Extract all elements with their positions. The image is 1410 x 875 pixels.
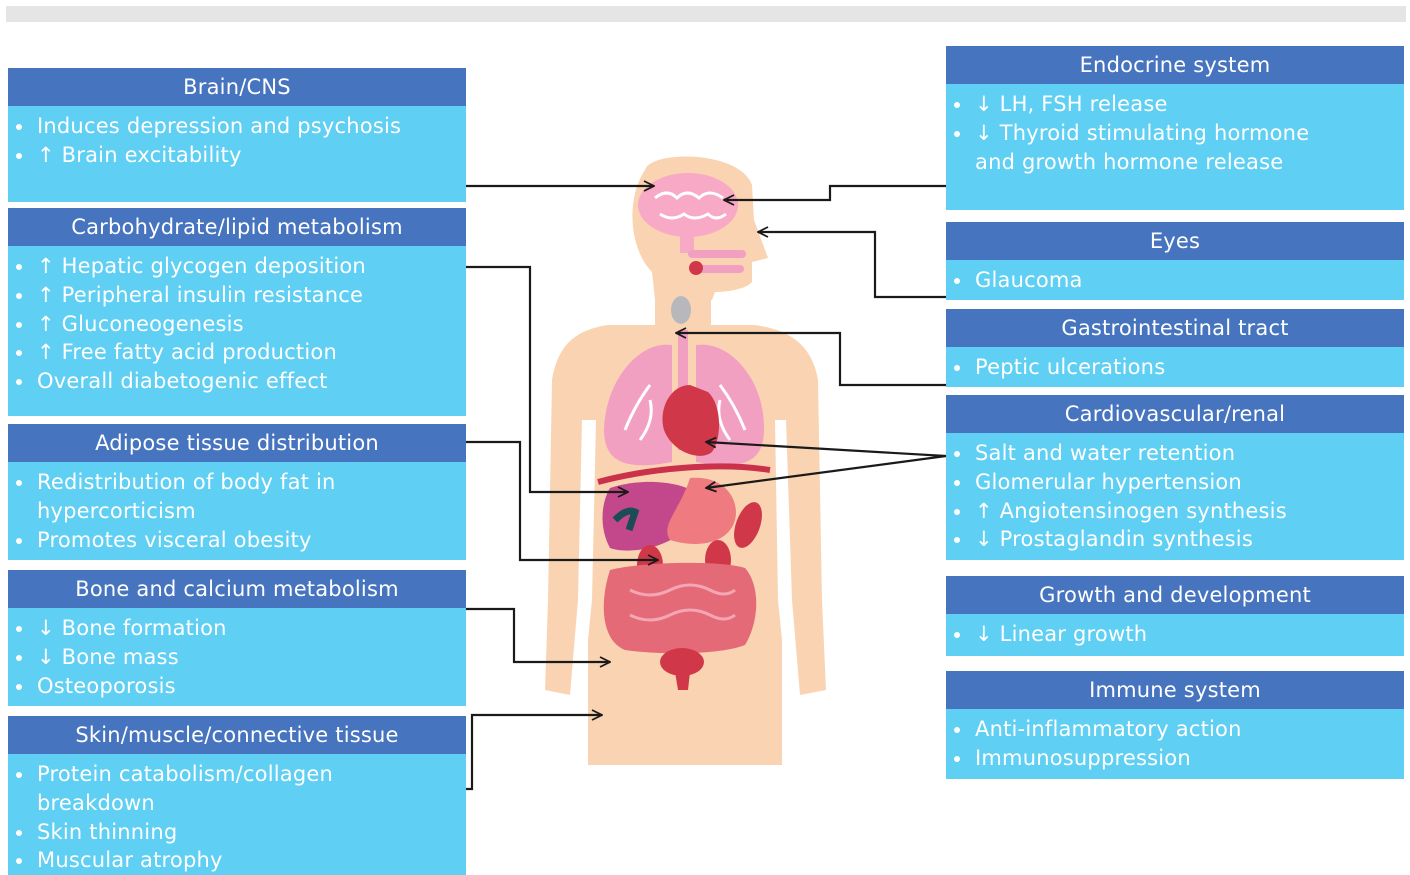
list-item: ↓ Prostaglandin synthesis	[954, 525, 1404, 554]
brain-cns-box: Brain/CNS Induces depression and psychos…	[8, 68, 466, 202]
list-item: Skin thinning	[16, 818, 466, 847]
bullet-icon	[954, 537, 960, 543]
box-title: Carbohydrate/lipid metabolism	[8, 208, 466, 246]
list-item: hypercorticism	[16, 497, 466, 526]
bullet-icon	[16, 626, 22, 632]
bullet-icon	[16, 350, 22, 356]
list-item: Protein catabolism/collagen	[16, 760, 466, 789]
box-title: Eyes	[946, 222, 1404, 260]
list-item: Salt and water retention	[954, 439, 1404, 468]
bullet-icon	[16, 293, 22, 299]
box-title: Adipose tissue distribution	[8, 424, 466, 462]
list-item: Glaucoma	[954, 266, 1404, 295]
list-item: breakdown	[16, 789, 466, 818]
box-title: Immune system	[946, 671, 1404, 709]
list-item: ↓ Linear growth	[954, 620, 1404, 649]
bullet-icon	[16, 538, 22, 544]
intestines-icon	[604, 563, 756, 653]
immune-system-box: Immune system Anti-inflammatory action I…	[946, 671, 1404, 779]
list-item: ↓ Thyroid stimulating hormone	[954, 119, 1404, 148]
box-title: Brain/CNS	[8, 68, 466, 106]
box-title: Growth and development	[946, 576, 1404, 614]
list-item: ↓ Bone formation	[16, 614, 466, 643]
bullet-icon	[954, 131, 960, 137]
bladder-icon	[660, 648, 704, 676]
bullet-icon	[954, 756, 960, 762]
box-title: Endocrine system	[946, 46, 1404, 84]
adipose-tissue-box: Adipose tissue distribution Redistributi…	[8, 424, 466, 560]
bullet-icon	[954, 102, 960, 108]
bullet-icon	[16, 655, 22, 661]
bullet-icon	[16, 858, 22, 864]
list-item: Induces depression and psychosis	[16, 112, 466, 141]
list-item: Redistribution of body fat in	[16, 468, 466, 497]
list-item: Promotes visceral obesity	[16, 526, 466, 555]
list-item: ↓ Bone mass	[16, 643, 466, 672]
bullet-icon	[16, 379, 22, 385]
cardiovascular-renal-box: Cardiovascular/renal Salt and water rete…	[946, 395, 1404, 560]
bullet-icon	[16, 264, 22, 270]
endocrine-system-box: Endocrine system ↓ LH, FSH release ↓ Thy…	[946, 46, 1404, 210]
list-item: ↓ LH, FSH release	[954, 90, 1404, 119]
list-item: and growth hormone release	[954, 148, 1404, 177]
list-item: ↑ Gluconeogenesis	[16, 310, 466, 339]
box-title: Gastrointestinal tract	[946, 309, 1404, 347]
bullet-icon	[954, 480, 960, 486]
list-item: ↑ Brain excitability	[16, 141, 466, 170]
list-item: Overall diabetogenic effect	[16, 367, 466, 396]
bullet-icon	[954, 727, 960, 733]
list-item: ↑ Angiotensinogen synthesis	[954, 497, 1404, 526]
list-item: Osteoporosis	[16, 672, 466, 701]
bullet-icon	[16, 322, 22, 328]
skin-muscle-box: Skin/muscle/connective tissue Protein ca…	[8, 716, 466, 875]
eyes-box: Eyes Glaucoma	[946, 222, 1404, 300]
list-item: ↑ Hepatic glycogen deposition	[16, 252, 466, 281]
bullet-icon	[954, 632, 960, 638]
growth-development-box: Growth and development ↓ Linear growth	[946, 576, 1404, 656]
box-title: Bone and calcium metabolism	[8, 570, 466, 608]
bullet-icon	[954, 365, 960, 371]
bullet-icon	[16, 153, 22, 159]
list-item: Anti-inflammatory action	[954, 715, 1404, 744]
box-title: Cardiovascular/renal	[946, 395, 1404, 433]
bullet-icon	[954, 451, 960, 457]
bullet-icon	[954, 278, 960, 284]
bullet-icon	[954, 509, 960, 515]
list-item: ↑ Free fatty acid production	[16, 338, 466, 367]
list-item: Immunosuppression	[954, 744, 1404, 773]
box-title: Skin/muscle/connective tissue	[8, 716, 466, 754]
bullet-icon	[16, 830, 22, 836]
bullet-icon	[16, 480, 22, 486]
list-item: Peptic ulcerations	[954, 353, 1404, 382]
brain-icon	[638, 173, 738, 237]
bullet-icon	[16, 772, 22, 778]
list-item: Muscular atrophy	[16, 846, 466, 875]
carbohydrate-lipid-box: Carbohydrate/lipid metabolism ↑ Hepatic …	[8, 208, 466, 416]
list-item: Glomerular hypertension	[954, 468, 1404, 497]
bullet-icon	[16, 684, 22, 690]
list-item: ↑ Peripheral insulin resistance	[16, 281, 466, 310]
gastrointestinal-box: Gastrointestinal tract Peptic ulceration…	[946, 309, 1404, 387]
bullet-icon	[16, 124, 22, 130]
bone-calcium-box: Bone and calcium metabolism ↓ Bone forma…	[8, 570, 466, 706]
